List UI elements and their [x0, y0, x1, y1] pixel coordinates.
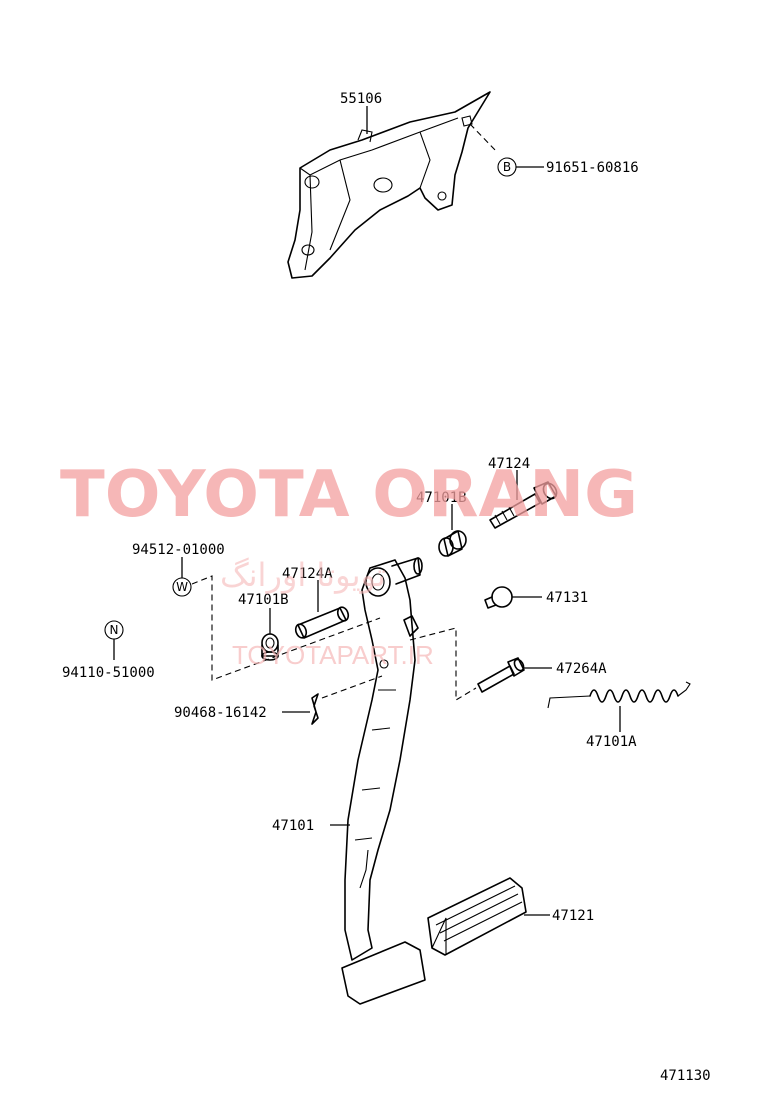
- label-pin-collar: 47124A: [282, 566, 333, 582]
- clip-drawing: [311, 693, 319, 725]
- pedal-arm-drawing: [344, 557, 423, 961]
- label-cushion: 47131: [546, 590, 588, 606]
- stopper-bolt-drawing: [477, 657, 525, 693]
- nut-callout-letter: N: [110, 623, 119, 637]
- pedal-plate-drawing: [341, 941, 426, 1005]
- watermark-url: TOYOTAPART.IR: [232, 640, 434, 670]
- dash-stopper: [409, 627, 477, 701]
- label-bolt-top: 47124: [488, 456, 530, 472]
- dash-bracket-bolt: [469, 123, 498, 153]
- bolt-callout-letter: B: [503, 160, 511, 174]
- washer-callout-letter: W: [176, 580, 188, 594]
- label-clip: 90468-16142: [174, 705, 267, 721]
- pedal-pad-drawing: [427, 877, 527, 956]
- label-bracket-bolt: 91651-60816: [546, 160, 639, 176]
- dash-washer: [191, 575, 381, 681]
- label-pedal-pad: 47121: [552, 908, 594, 924]
- label-stopper: 47264A: [556, 661, 607, 677]
- watermark-brand: TOYOTA ORANG: [60, 458, 638, 532]
- diagram-number: 471130: [660, 1068, 711, 1084]
- label-bracket: 55106: [340, 91, 382, 107]
- pin-collar-drawing: [294, 606, 350, 639]
- top-bolt-drawing: [489, 481, 558, 529]
- bushing-top-drawing: [438, 530, 467, 557]
- watermark-persian: تویوتا اورانگ: [220, 556, 386, 594]
- cushion-drawing: [484, 586, 513, 609]
- pedal-bracket-drawing: [287, 91, 491, 279]
- return-spring-drawing: [547, 681, 691, 709]
- label-bushing-left: 47101B: [238, 592, 289, 608]
- label-pedal-arm: 47101: [272, 818, 314, 834]
- dash-clip: [321, 675, 383, 699]
- label-bushing-top: 47101B: [416, 490, 467, 506]
- label-nut: 94110-51000: [62, 665, 155, 681]
- washer-callout-circle: [172, 577, 192, 597]
- label-spring: 47101A: [586, 734, 637, 750]
- label-washer: 94512-01000: [132, 542, 225, 558]
